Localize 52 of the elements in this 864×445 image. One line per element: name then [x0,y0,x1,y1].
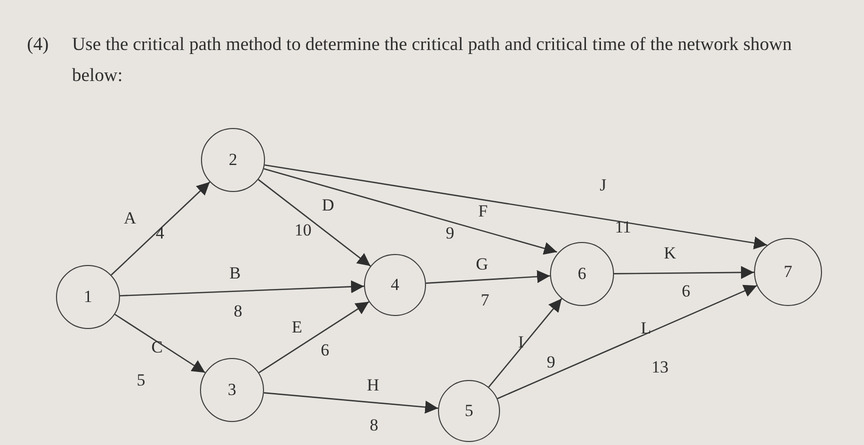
activity-label: E [292,318,302,336]
event-node [364,254,426,316]
arrow [264,164,768,250]
arrow [614,266,754,279]
duration-label: 8 [234,302,242,320]
duration-label: 11 [614,218,632,236]
event-node [201,128,265,192]
event-node [200,358,264,422]
activity-label: C [151,338,163,356]
arrow [488,298,562,388]
duration-label: 10 [294,222,312,238]
event-node [550,242,614,306]
activity-label: B [229,264,241,282]
arrow [258,301,370,374]
node-number: 5 [464,401,474,421]
activity-label: G [476,256,488,272]
duration-label: 13 [652,358,668,376]
node-number: 6 [578,264,586,284]
node-number: 2 [228,150,238,170]
duration-label: 6 [320,342,330,358]
duration-label: 8 [370,416,378,434]
arrow [426,270,550,284]
arrow [120,280,364,296]
node-number: 3 [228,380,236,400]
duration-label: 7 [480,292,490,308]
event-node [56,265,120,329]
question-text: Use the critical path method to determine the critical path and critical time of the network shown below: [72,33,793,88]
duration-label: 6 [682,282,690,300]
activity-label: L [640,320,652,336]
node-number: 7 [784,262,792,282]
arrow [110,182,210,276]
duration-label: 5 [136,372,146,388]
arrow [114,314,206,374]
question-number: (4) [27,33,49,57]
activity-label: F [478,202,488,220]
activity-label: I [518,334,524,350]
duration-label: 4 [156,224,164,242]
event-node [438,380,500,442]
duration-label: 9 [446,224,454,242]
activity-label: J [600,176,606,194]
arrow [264,392,438,414]
node-number: 4 [390,275,400,295]
activity-label: H [366,376,380,394]
activity-label: D [322,196,334,214]
event-node [754,238,822,306]
activity-label: A [124,210,136,226]
arrow [497,284,758,400]
activity-label: K [664,244,676,262]
duration-label: 9 [546,354,556,370]
node-number: 1 [84,287,92,307]
arrow [258,179,371,267]
arrow [264,168,558,255]
